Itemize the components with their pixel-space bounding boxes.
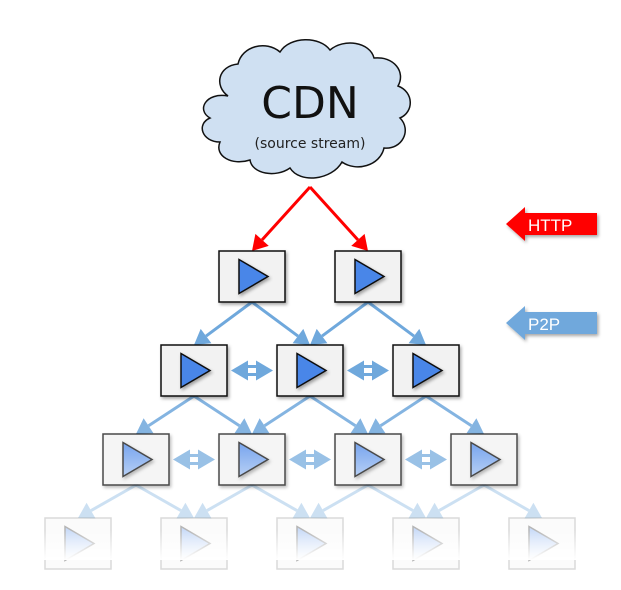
- cdn-title: CDN: [261, 78, 359, 129]
- p2p-link-arrow: [194, 300, 253, 345]
- cdn-subtitle: (source stream): [255, 136, 366, 152]
- arrowhead: [78, 502, 96, 519]
- p2p-link-arrow: [193, 394, 252, 434]
- p2p-link-arrow: [367, 483, 426, 519]
- p2p-link-arrow: [194, 483, 253, 519]
- http-arrow-icon: [506, 207, 597, 241]
- arrowhead: [351, 233, 368, 251]
- legend-p2p-label: P2P: [528, 315, 560, 334]
- p2p-link-arrow: [251, 483, 310, 519]
- arrowhead: [252, 233, 269, 251]
- p2p-link-arrow: [310, 300, 369, 345]
- p2p-link-arrow: [367, 300, 426, 345]
- p2p-link-arrow: [310, 483, 369, 519]
- play-icon: [354, 258, 386, 295]
- p2p-link-arrow: [136, 394, 195, 434]
- p2p-link-arrow: [252, 394, 311, 434]
- p2p-link-arrow: [251, 300, 310, 345]
- arrowhead: [408, 328, 426, 345]
- p2p-peer-exchange-arrow: [231, 360, 273, 381]
- arrowhead: [292, 502, 310, 519]
- arrowhead: [350, 418, 368, 434]
- peer-node: [276, 344, 344, 397]
- play-icon: [238, 258, 270, 295]
- p2p-link-arrow: [309, 394, 368, 434]
- peer-node: [102, 433, 170, 486]
- play-icon: [122, 441, 154, 478]
- legend-p2p: P2P: [506, 306, 597, 340]
- peer-node: [334, 433, 402, 486]
- peers-layer: [44, 250, 576, 570]
- arrowhead: [234, 418, 252, 434]
- legend-http-label: HTTP: [528, 216, 572, 235]
- p2p-link-arrow: [78, 483, 137, 519]
- legend-http: HTTP: [506, 207, 597, 241]
- http-link-arrow: [252, 185, 312, 251]
- peer-node: [334, 250, 402, 303]
- peer-node: [392, 344, 460, 397]
- play-icon: [354, 441, 386, 478]
- arrowhead: [368, 418, 386, 434]
- arrowhead: [292, 328, 310, 345]
- play-icon: [470, 441, 502, 478]
- peer-node: [218, 433, 286, 486]
- http-link-arrow: [308, 185, 368, 251]
- peer-node: [218, 250, 286, 303]
- fade-overlay: [0, 530, 621, 560]
- p2p-link-arrow: [425, 394, 484, 434]
- arrowhead: [194, 502, 212, 519]
- play-icon: [296, 352, 328, 389]
- p2p-peer-exchange-arrow: [289, 449, 331, 470]
- arrowhead: [524, 502, 542, 519]
- arrowhead: [252, 418, 270, 434]
- cdn-cloud: CDN (source stream): [201, 39, 411, 179]
- arrowhead: [426, 502, 444, 519]
- arrowhead: [408, 502, 426, 519]
- p2p-peer-exchange-arrow: [405, 449, 447, 470]
- p2p-link-arrow: [483, 483, 542, 519]
- arrowhead: [466, 418, 484, 434]
- play-icon: [238, 441, 270, 478]
- play-icon: [412, 352, 444, 389]
- arrowhead: [136, 418, 154, 434]
- peer-node: [160, 344, 228, 397]
- arrowhead: [310, 328, 328, 345]
- p2p-peer-exchange-arrow: [347, 360, 389, 381]
- arrowhead: [176, 502, 194, 519]
- play-icon: [180, 352, 212, 389]
- arrowhead: [310, 502, 328, 519]
- cloud-icon: [201, 39, 411, 179]
- p2p-arrow-icon: [506, 306, 597, 340]
- p2p-link-arrow: [368, 394, 427, 434]
- peer-node: [450, 433, 518, 486]
- arrowhead: [194, 328, 212, 345]
- links-layer: [78, 185, 542, 519]
- p2p-link-arrow: [426, 483, 485, 519]
- p2p-peer-exchange-arrow: [173, 449, 215, 470]
- p2p-link-arrow: [135, 483, 194, 519]
